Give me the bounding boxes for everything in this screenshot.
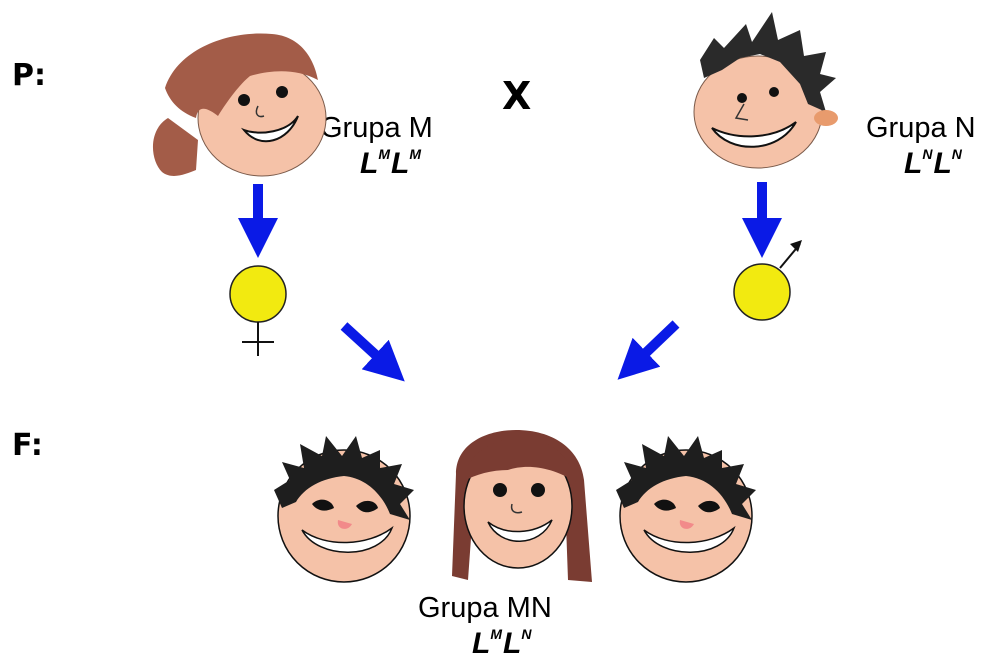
offspring-allele-1-sup: M [490,626,502,642]
mother-allele-2-sup: M [409,146,421,162]
mother-group-label: Grupa M [320,112,433,144]
father-allele-1-base: L [904,147,923,180]
mother-mouth [240,115,299,143]
mother-right-eye [276,86,288,98]
mother-genotype: LMLM [360,146,422,181]
boy-right-hair [616,436,756,520]
mother-gamete [229,265,287,356]
offspring-genotype: LMLN [472,626,532,661]
mother-face [152,33,327,177]
boy-left-right-eye [356,500,378,513]
offspring-allele-2-sup: N [521,626,532,642]
father-gamete [733,240,802,321]
father-allele-2-base: L [933,147,952,180]
offspring-boy-right [616,436,756,583]
male-symbol-arrow-head [790,240,802,252]
offspring-boy-left [274,436,414,583]
offspring-allele-1-base: L [472,627,491,660]
boy-right-right-eye [698,500,720,513]
father-hair [700,12,836,112]
offspring-group-label: Grupa MN [418,592,552,624]
mother-allele-1-base: L [360,147,379,180]
father-right-eye [769,87,779,97]
father-genotype: LNLN [904,146,963,181]
parental-generation-label: P: [12,58,46,93]
father-gamete-cell [733,263,791,321]
filial-generation-label: F: [12,428,43,463]
boy-left-hair [274,436,414,520]
father-allele-1-sup: N [922,146,933,162]
father-left-eye [737,93,747,103]
boy-right-mouth [643,525,736,553]
mother-allele-1-sup: M [378,146,390,162]
mother-left-eye [238,94,250,106]
father-nose [734,103,749,121]
father-face [693,12,838,169]
offspring-allele-2-base: L [503,627,522,660]
girl-left-eye [493,483,507,497]
boy-left-mouth [301,525,394,553]
father-mouth [711,121,797,148]
girl-mouth [487,519,553,542]
mother-hair-top [165,33,318,118]
father-group-label: Grupa N [866,112,976,144]
girl-nose [510,503,523,514]
mother-nose [255,105,265,118]
girl-fringe [462,438,576,482]
girl-right-eye [531,483,545,497]
father-allele-2-sup: N [951,146,962,162]
mother-hair-back [152,118,198,176]
boy-right-nose [679,520,694,529]
boy-left-nose [337,520,352,529]
boy-left-left-eye [312,499,334,511]
father-to-offspring-arrow [617,320,680,380]
offspring-girl [452,430,592,582]
mother-allele-2-base: L [391,147,410,180]
mother-gamete-cell [229,265,287,323]
boy-right-left-eye [654,499,676,511]
father-ear [814,110,838,126]
mother-to-offspring-arrow [340,322,405,382]
cross-symbol: X [502,74,532,118]
